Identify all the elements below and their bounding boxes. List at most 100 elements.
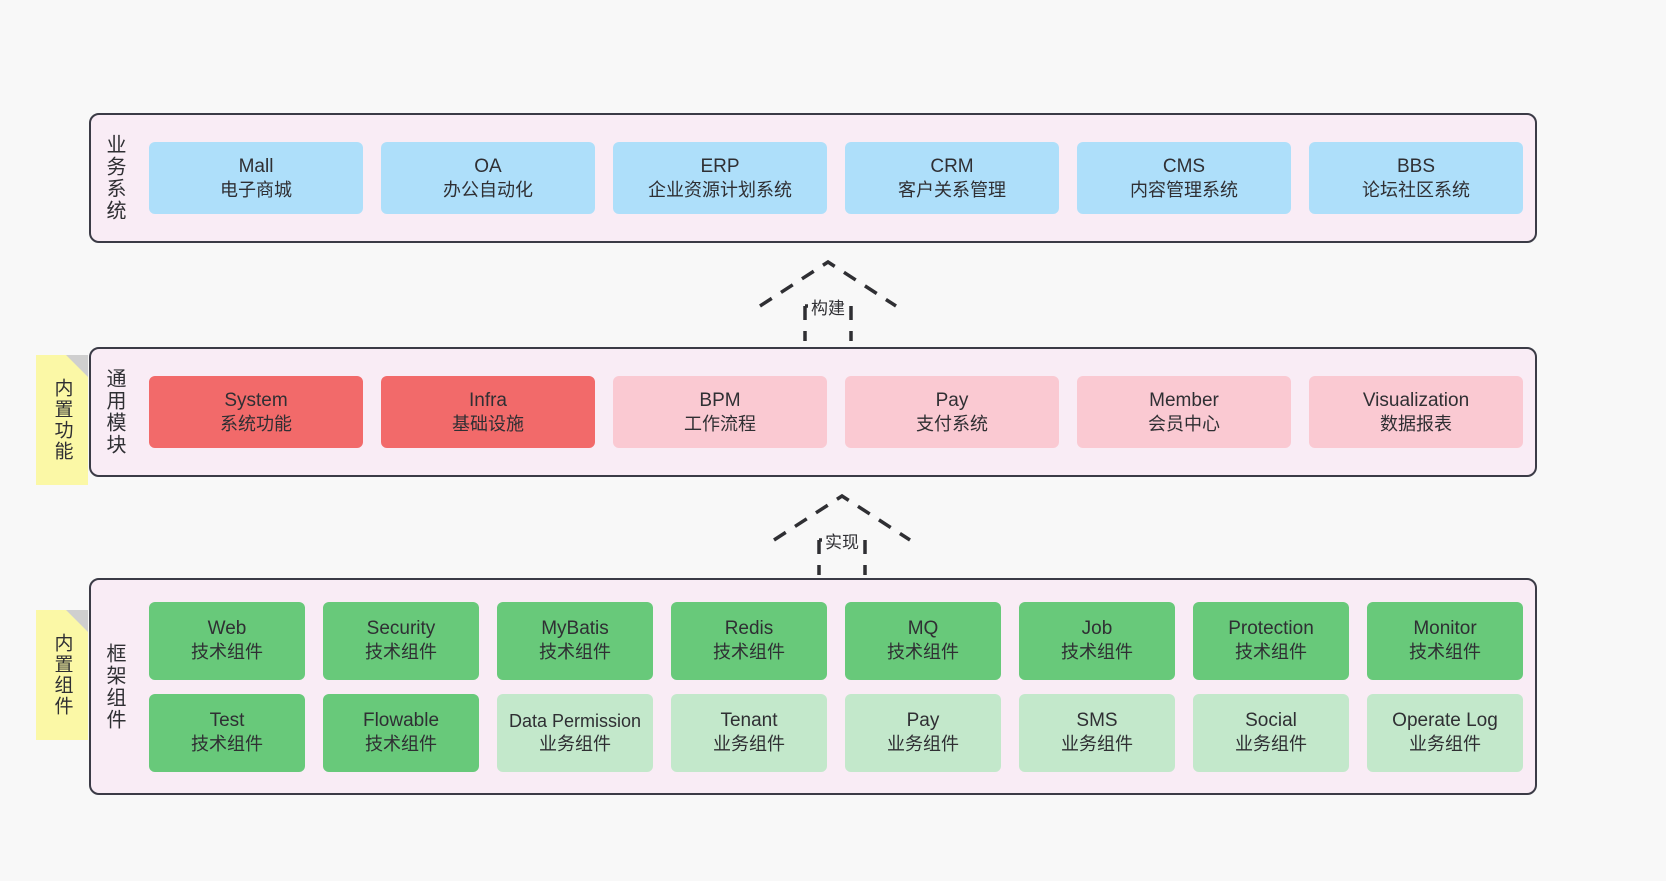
module-card-visualization[interactable]: Visualization 数据报表 — [1309, 376, 1523, 448]
layer-common-module: 通用模块 System 系统功能 Infra 基础设施 BPM 工作流程 Pay… — [89, 347, 1537, 477]
component-card-social[interactable]: Social 业务组件 — [1193, 693, 1349, 772]
component-name-cn: 业务组件 — [713, 734, 785, 755]
component-name-cn: 业务组件 — [1409, 734, 1481, 755]
module-name-en: CMS — [1162, 155, 1206, 177]
component-name-en: MyBatis — [541, 618, 609, 640]
component-name-en: Test — [209, 710, 245, 732]
component-name-en: Job — [1081, 618, 1113, 640]
module-card-bbs[interactable]: BBS 论坛社区系统 — [1309, 142, 1523, 214]
module-name-en: BBS — [1396, 155, 1436, 177]
component-name-cn: 技术组件 — [539, 642, 611, 663]
module-card-member[interactable]: Member 会员中心 — [1077, 376, 1291, 448]
component-card-sms[interactable]: SMS 业务组件 — [1019, 693, 1175, 772]
component-name-cn: 业务组件 — [887, 734, 959, 755]
component-name-en: SMS — [1076, 710, 1118, 732]
component-name-en: Web — [207, 618, 247, 640]
sticky-note-label: 内置组件 — [51, 633, 73, 717]
module-name-cn: 客户关系管理 — [898, 179, 1006, 200]
sticky-note-builtin-components: 内置组件 — [36, 610, 88, 740]
component-card-protection[interactable]: Protection 技术组件 — [1193, 601, 1349, 680]
component-card-mq[interactable]: MQ 技术组件 — [845, 601, 1001, 680]
component-name-en: MQ — [907, 618, 939, 640]
component-name-en: Protection — [1228, 618, 1314, 640]
module-name-en: CRM — [930, 155, 974, 177]
component-name-en: Redis — [724, 618, 774, 640]
module-card-pay[interactable]: Pay 支付系统 — [845, 376, 1059, 448]
layer-title-framework-component: 框架组件 — [103, 642, 125, 731]
component-name-en: Tenant — [720, 710, 778, 732]
component-card-operate-log[interactable]: Operate Log 业务组件 — [1367, 693, 1523, 772]
module-name-en: BPM — [699, 389, 741, 411]
module-card-crm[interactable]: CRM 客户关系管理 — [845, 142, 1059, 214]
layer-body-common-module: System 系统功能 Infra 基础设施 BPM 工作流程 Pay 支付系统… — [137, 349, 1535, 475]
module-name-en: Mall — [238, 155, 274, 177]
module-name-cn: 内容管理系统 — [1130, 179, 1238, 200]
module-name-cn: 系统功能 — [220, 413, 292, 434]
component-name-cn: 技术组件 — [365, 642, 437, 663]
module-name-cn: 基础设施 — [452, 413, 524, 434]
component-card-data-permission[interactable]: Data Permission 业务组件 — [497, 693, 653, 772]
module-name-cn: 工作流程 — [684, 413, 756, 434]
layer-title-business-system: 业务系统 — [103, 134, 125, 222]
module-name-en: ERP — [700, 155, 740, 177]
module-name-cn: 会员中心 — [1148, 413, 1220, 434]
module-card-bpm[interactable]: BPM 工作流程 — [613, 376, 827, 448]
component-name-en: Security — [366, 618, 436, 640]
component-name-cn: 技术组件 — [191, 734, 263, 755]
component-card-tenant[interactable]: Tenant 业务组件 — [671, 693, 827, 772]
row: Test 技术组件 Flowable 技术组件 Data Permission … — [149, 693, 1523, 772]
component-name-en: Data Permission — [508, 711, 642, 731]
component-name-cn: 技术组件 — [191, 642, 263, 663]
component-card-job[interactable]: Job 技术组件 — [1019, 601, 1175, 680]
module-name-cn: 数据报表 — [1380, 413, 1452, 434]
module-card-erp[interactable]: ERP 企业资源计划系统 — [613, 142, 827, 214]
connector-label-implement: 实现 — [822, 528, 862, 553]
layer-title-common-module: 通用模块 — [103, 368, 125, 456]
component-card-mybatis[interactable]: MyBatis 技术组件 — [497, 601, 653, 680]
component-card-monitor[interactable]: Monitor 技术组件 — [1367, 601, 1523, 680]
component-name-cn: 技术组件 — [1409, 642, 1481, 663]
layer-body-framework-component: Web 技术组件 Security 技术组件 MyBatis 技术组件 Redi… — [137, 580, 1535, 793]
row: Web 技术组件 Security 技术组件 MyBatis 技术组件 Redi… — [149, 601, 1523, 680]
layer-framework-component: 框架组件 Web 技术组件 Security 技术组件 MyBatis 技术组件… — [89, 578, 1537, 795]
module-name-en: Visualization — [1362, 389, 1470, 411]
component-name-en: Flowable — [362, 710, 440, 732]
module-name-cn: 企业资源计划系统 — [648, 179, 792, 200]
module-name-en: System — [224, 389, 288, 411]
row: System 系统功能 Infra 基础设施 BPM 工作流程 Pay 支付系统… — [149, 376, 1523, 448]
component-name-cn: 业务组件 — [539, 733, 611, 754]
module-card-mall[interactable]: Mall 电子商城 — [149, 142, 363, 214]
component-name-en: Pay — [906, 710, 940, 732]
component-name-en: Operate Log — [1392, 710, 1498, 732]
component-name-en: Social — [1245, 710, 1297, 732]
module-name-en: OA — [474, 155, 502, 177]
module-card-cms[interactable]: CMS 内容管理系统 — [1077, 142, 1291, 214]
component-name-cn: 业务组件 — [1235, 734, 1307, 755]
component-card-security[interactable]: Security 技术组件 — [323, 601, 479, 680]
sticky-note-builtin-features: 内置功能 — [36, 355, 88, 485]
connector-implement: 实现 — [772, 492, 917, 577]
module-name-cn: 支付系统 — [916, 413, 988, 434]
component-name-cn: 业务组件 — [1061, 734, 1133, 755]
component-name-en: Monitor — [1413, 618, 1477, 640]
component-name-cn: 技术组件 — [365, 734, 437, 755]
module-name-en: Pay — [935, 389, 969, 411]
layer-business-system: 业务系统 Mall 电子商城 OA 办公自动化 ERP 企业资源计划系统 CRM… — [89, 113, 1537, 243]
module-name-cn: 电子商城 — [220, 179, 292, 200]
component-card-pay[interactable]: Pay 业务组件 — [845, 693, 1001, 772]
sticky-note-label: 内置功能 — [51, 378, 73, 462]
component-card-flowable[interactable]: Flowable 技术组件 — [323, 693, 479, 772]
module-name-en: Infra — [468, 389, 508, 411]
component-name-cn: 技术组件 — [1235, 642, 1307, 663]
module-card-system[interactable]: System 系统功能 — [149, 376, 363, 448]
module-card-infra[interactable]: Infra 基础设施 — [381, 376, 595, 448]
connector-label-build: 构建 — [808, 294, 848, 319]
component-name-cn: 技术组件 — [887, 642, 959, 663]
component-card-web[interactable]: Web 技术组件 — [149, 601, 305, 680]
module-name-cn: 论坛社区系统 — [1362, 179, 1470, 200]
component-name-cn: 技术组件 — [713, 642, 785, 663]
component-card-redis[interactable]: Redis 技术组件 — [671, 601, 827, 680]
component-card-test[interactable]: Test 技术组件 — [149, 693, 305, 772]
module-card-oa[interactable]: OA 办公自动化 — [381, 142, 595, 214]
